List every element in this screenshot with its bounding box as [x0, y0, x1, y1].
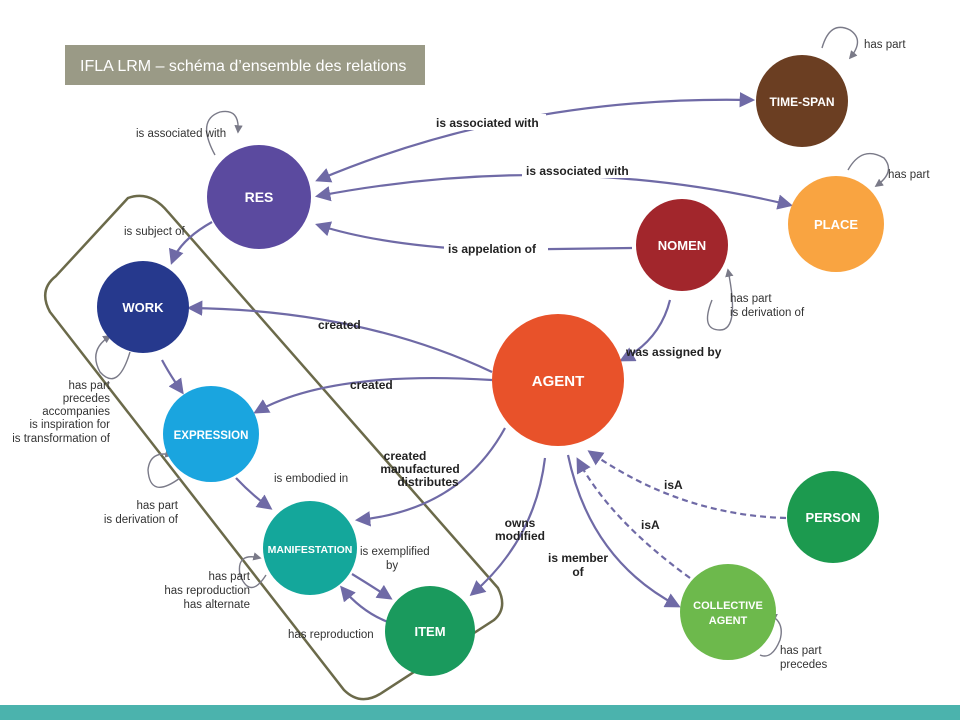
label-agent-owns-1: owns — [505, 516, 536, 530]
node-res-label: RES — [245, 189, 274, 205]
edge-agent-item — [469, 457, 547, 597]
node-manifestation[interactable]: MANIFESTATION — [263, 501, 357, 595]
label-member-2: of — [572, 565, 584, 579]
loop-res — [206, 110, 243, 156]
label-manif-self-2: has reproduction — [164, 585, 250, 597]
work-group-outline — [43, 194, 504, 701]
label-isa-person: isA — [664, 478, 683, 492]
node-time-span-label: TIME-SPAN — [769, 95, 834, 109]
edge-labels-regular: is associated with is subject of has par… — [12, 39, 930, 671]
node-item[interactable]: ITEM — [385, 586, 475, 676]
label-expr-self-1: has part — [136, 500, 178, 512]
footer-bar — [0, 705, 960, 720]
label-work-self-1: has part — [68, 380, 110, 392]
loop-work — [95, 335, 131, 380]
label-exemplified-1: is exemplified — [360, 546, 430, 558]
node-time-span[interactable]: TIME-SPAN — [756, 55, 848, 147]
node-collective-agent[interactable]: COLLECTIVE AGENT — [680, 564, 776, 660]
edge-agent-collective — [566, 454, 681, 608]
node-res[interactable]: RES — [207, 145, 311, 249]
loop-manifestation — [238, 552, 267, 589]
label-res-subject: is subject of — [124, 226, 186, 238]
label-nomen-appelation: is appelation of — [448, 242, 537, 256]
label-nomen-self-2: is derivation of — [730, 307, 805, 319]
node-place[interactable]: PLACE — [788, 176, 884, 272]
label-res-assoc-timespan: is associated with — [436, 116, 539, 130]
label-embodied: is embodied in — [274, 473, 348, 485]
edge-res-work — [168, 221, 213, 265]
loop-timespan — [821, 26, 859, 60]
loop-expression — [147, 449, 181, 488]
node-expression-label: EXPRESSION — [174, 430, 249, 442]
label-manif-self-3: has alternate — [184, 599, 251, 611]
label-timespan-self: has part — [864, 39, 906, 51]
label-agent-created-manif-2: manufactured — [380, 462, 459, 476]
label-collective-self-2: precedes — [780, 659, 828, 671]
label-item-reproduction: has reproduction — [288, 629, 374, 641]
label-isa-collective: isA — [641, 518, 660, 532]
edge-agent-work — [186, 300, 493, 373]
node-work-label: WORK — [122, 300, 164, 315]
loop-nomen — [706, 268, 734, 331]
label-manif-self-1: has part — [208, 571, 250, 583]
node-expression[interactable]: EXPRESSION — [163, 386, 259, 482]
label-agent-created-work: created — [318, 318, 361, 332]
label-res-assoc-place: is associated with — [526, 164, 629, 178]
node-nomen-label: NOMEN — [658, 238, 706, 253]
edge-agent-expression — [253, 376, 493, 414]
edge-work-expression — [161, 359, 184, 395]
label-agent-owns-2: modified — [495, 529, 545, 543]
edge-collective-agent — [576, 457, 691, 579]
loop-collective — [759, 614, 782, 657]
label-nomen-self-1: has part — [730, 293, 772, 305]
node-item-label: ITEM — [414, 624, 445, 639]
label-place-self: has part — [888, 169, 930, 181]
label-work-self-5: is transformation of — [12, 433, 111, 445]
diagram-title: IFLA LRM – schéma d’ensemble des relatio… — [80, 58, 406, 75]
label-agent-created-expression: created — [350, 378, 393, 392]
node-collective-agent-label-2: AGENT — [709, 615, 748, 627]
label-agent-created-manif-1: created — [384, 449, 427, 463]
node-person-label: PERSON — [806, 510, 861, 525]
node-agent[interactable]: AGENT — [492, 314, 624, 446]
edge-res-place — [314, 173, 793, 210]
edge-nomen-agent — [619, 299, 672, 362]
label-work-self-4: is inspiration for — [29, 419, 110, 431]
edge-agent-manifestation — [354, 427, 506, 527]
edge-person-agent — [587, 450, 787, 520]
label-collective-self-1: has part — [780, 645, 822, 657]
edge-expression-manifestation — [235, 477, 273, 510]
label-agent-created-manif-3: distributes — [397, 475, 459, 489]
node-work[interactable]: WORK — [97, 261, 189, 353]
node-manifestation-label: MANIFESTATION — [268, 544, 353, 556]
edge-item-manifestation — [340, 585, 389, 624]
edge-manifestation-item — [351, 573, 393, 600]
label-work-self-3: accompanies — [42, 406, 110, 418]
title-background — [65, 45, 425, 85]
node-person[interactable]: PERSON — [787, 471, 879, 563]
title-banner: IFLA LRM – schéma d’ensemble des relatio… — [65, 45, 425, 85]
label-work-self-2: precedes — [63, 393, 111, 405]
label-exemplified-2: by — [386, 560, 398, 572]
loop-place — [847, 152, 890, 187]
node-nomen[interactable]: NOMEN — [636, 199, 728, 291]
node-collective-agent-label-1: COLLECTIVE — [693, 600, 763, 612]
label-nomen-assigned: was assigned by — [625, 345, 722, 359]
label-expr-self-2: is derivation of — [104, 514, 179, 526]
edge-labels-bold: is associated with is associated with is… — [318, 114, 722, 579]
label-res-self: is associated with — [136, 128, 226, 140]
node-place-label: PLACE — [814, 217, 858, 232]
label-member-1: is member — [548, 551, 608, 565]
node-agent-label: AGENT — [532, 373, 585, 390]
